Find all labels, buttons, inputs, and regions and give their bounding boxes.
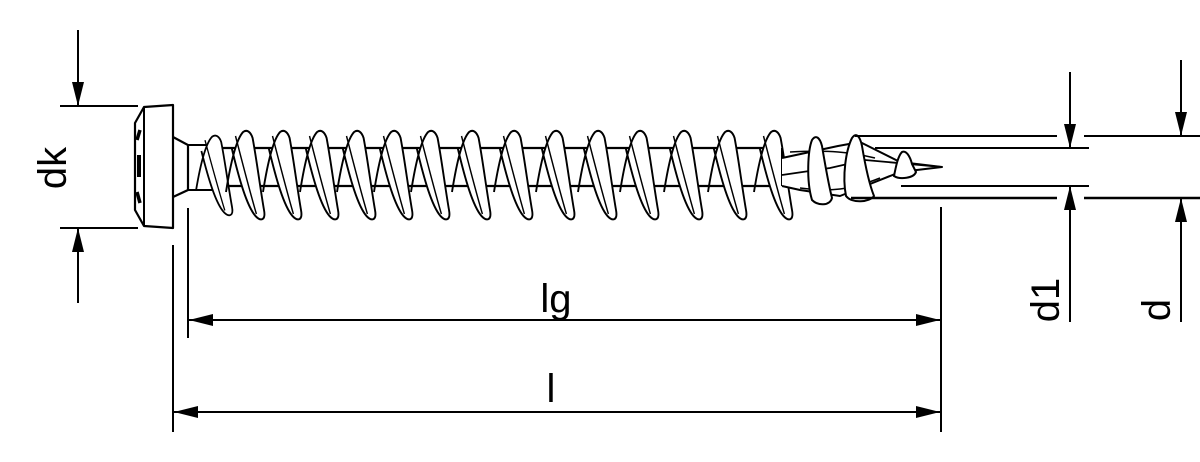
dimension-lg: lg	[187, 207, 942, 432]
label-lg: lg	[540, 277, 571, 321]
threaded-shank	[195, 129, 794, 221]
drill-tip	[781, 134, 943, 206]
label-d1: d1	[1024, 278, 1068, 323]
label-dk: dk	[31, 146, 75, 189]
label-l: l	[547, 367, 556, 411]
dimension-l: l	[172, 245, 940, 432]
label-d: d	[1135, 299, 1179, 321]
dimension-dk: dk	[31, 30, 138, 303]
dimension-d: d	[851, 60, 1200, 322]
dimension-d1: d1	[875, 72, 1089, 322]
screw-head	[133, 103, 175, 230]
